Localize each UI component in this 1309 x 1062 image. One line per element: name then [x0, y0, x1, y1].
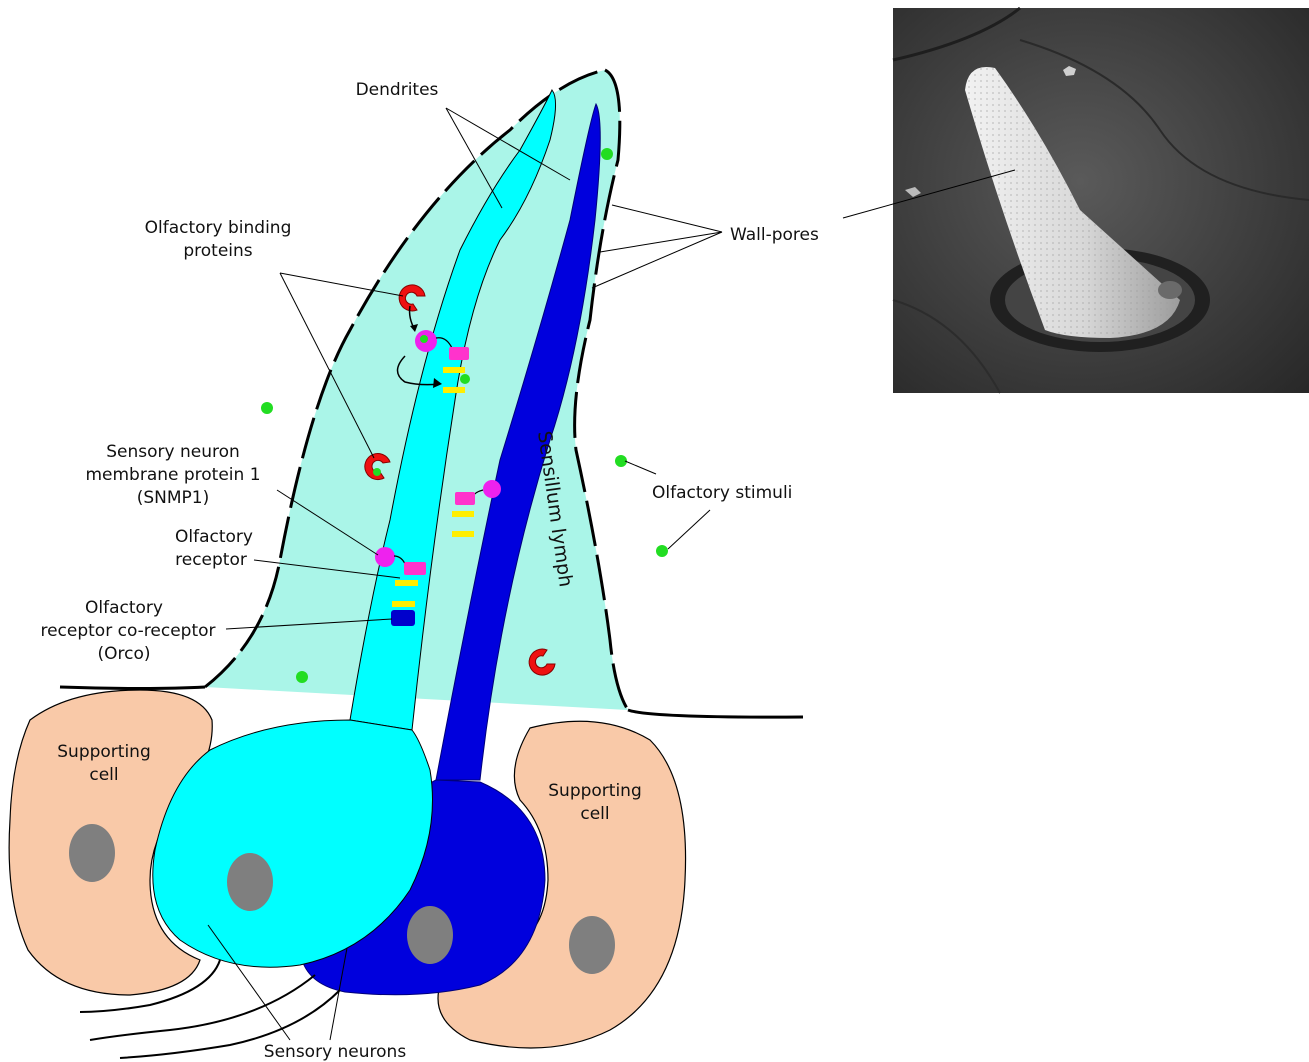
- label-supporting-cell-right-1: Supporting: [548, 781, 642, 801]
- label-or-2: receptor: [175, 550, 247, 570]
- label-dendrites: Dendrites: [356, 80, 439, 100]
- label-obp-2: proteins: [183, 241, 252, 261]
- label-olfactory-stimuli: Olfactory stimuli: [652, 483, 792, 503]
- label-wall-pores: Wall-pores: [730, 225, 819, 245]
- nucleus: [69, 824, 115, 882]
- odorant-dot-icon: [601, 148, 613, 160]
- label-supporting-cell-left-1: Supporting: [57, 742, 151, 762]
- odorant-dot-icon: [656, 545, 668, 557]
- label-snmp-2: membrane protein 1: [85, 465, 260, 485]
- nucleus: [227, 853, 273, 911]
- label-supporting-cell-right-2: cell: [580, 804, 609, 824]
- label-snmp-3: (SNMP1): [137, 488, 210, 508]
- label-orco-2: receptor co-receptor: [40, 621, 215, 641]
- label-supporting-cell-left-2: cell: [89, 765, 118, 785]
- label-sensory-neurons: Sensory neurons: [264, 1042, 407, 1062]
- odorant-dot-icon: [296, 671, 308, 683]
- odorant-dot-icon: [261, 402, 273, 414]
- sem-micrograph: [893, 8, 1309, 393]
- label-snmp-1: Sensory neuron: [106, 442, 240, 462]
- label-orco-3: (Orco): [97, 644, 150, 664]
- label-orco-1: Olfactory: [85, 598, 163, 618]
- label-obp-1: Olfactory binding: [145, 218, 292, 238]
- nucleus: [569, 916, 615, 974]
- label-or-1: Olfactory: [175, 527, 253, 547]
- nucleus: [407, 906, 453, 964]
